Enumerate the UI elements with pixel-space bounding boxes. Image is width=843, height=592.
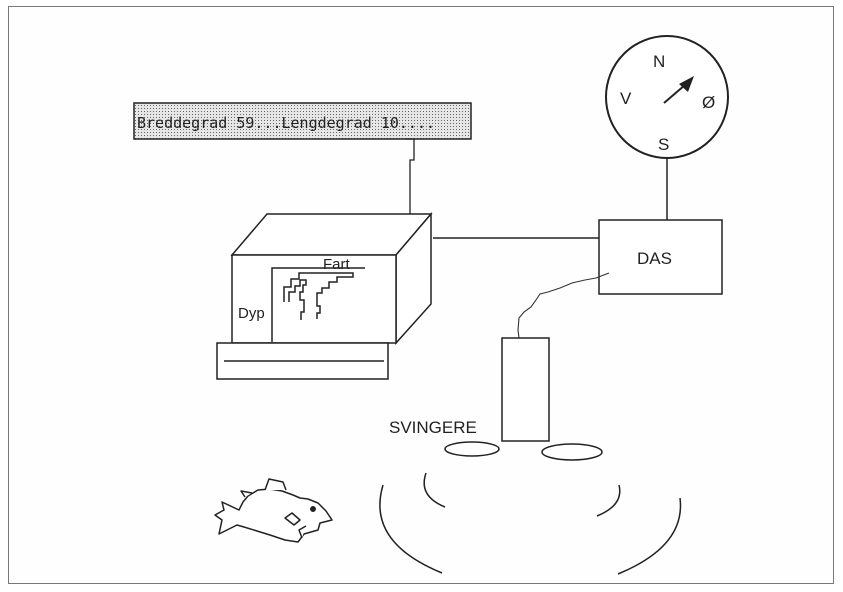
echogram-trace xyxy=(283,272,354,319)
fish-icon xyxy=(214,478,333,543)
transducer-housing xyxy=(501,337,550,442)
compass-west-label: V xyxy=(620,89,632,108)
sound-waves xyxy=(379,472,682,575)
compass-south-label: S xyxy=(658,135,669,154)
echo-sounder-unit xyxy=(216,211,433,380)
das-label: DAS xyxy=(637,249,672,268)
das-box: DAS xyxy=(598,219,723,295)
compass-needle xyxy=(663,84,686,104)
compass-east-label: Ø xyxy=(702,93,715,112)
gps-position-display: Breddegrad 59...Lengdegrad 10.... xyxy=(133,102,472,140)
gps-cable xyxy=(406,138,415,214)
transducers-label: SVINGERE xyxy=(389,418,477,437)
das-transducer-cable xyxy=(517,272,610,339)
compass-needle-arrow-icon xyxy=(679,76,694,92)
transducer-left xyxy=(444,441,500,457)
transducer-right xyxy=(541,443,603,461)
compass: N V Ø S xyxy=(605,35,729,159)
compass-north-label: N xyxy=(653,52,665,71)
gps-position-text: Breddegrad 59...Lengdegrad 10.... xyxy=(137,114,435,132)
depth-label: Dyp xyxy=(238,305,265,322)
speed-label: Fart xyxy=(323,256,351,273)
